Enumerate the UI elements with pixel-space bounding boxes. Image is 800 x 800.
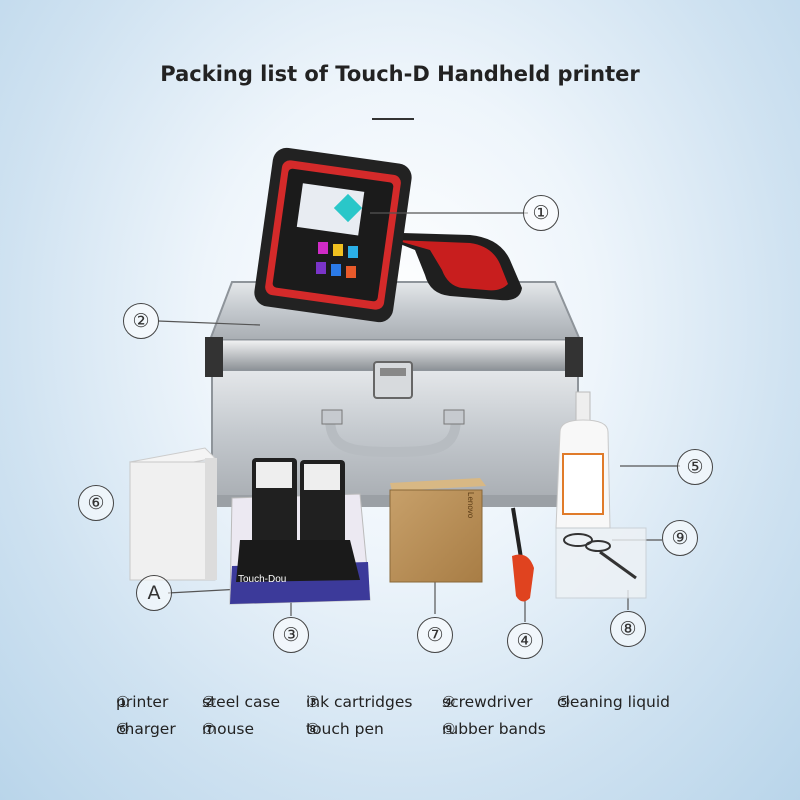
handheld-printer	[254, 147, 522, 323]
cleaning-liquid	[555, 391, 611, 529]
page-title: Packing list of Touch-D Handheld printer	[160, 62, 640, 86]
callout-7: ⑦	[417, 617, 453, 653]
callout-2: ②	[123, 303, 159, 339]
callout-6: ⑥	[78, 485, 114, 521]
mouse-box	[389, 478, 486, 583]
ink-cartridges	[236, 458, 360, 582]
screwdriver	[511, 507, 534, 602]
title-underline	[372, 118, 414, 120]
callout-8: ⑧	[610, 611, 646, 647]
mouse-box-text: Lenovo	[466, 492, 475, 519]
callout-3: ③	[273, 617, 309, 653]
rubber-bands-and-pen	[555, 527, 647, 599]
callout-5: ⑤	[677, 449, 713, 485]
callout-9: ⑨	[662, 520, 698, 556]
callout-1: ①	[523, 195, 559, 231]
callout-a: A	[136, 575, 172, 611]
charger	[128, 447, 217, 581]
manual-text: Touch-Dou	[238, 574, 287, 585]
callout-4: ④	[507, 623, 543, 659]
